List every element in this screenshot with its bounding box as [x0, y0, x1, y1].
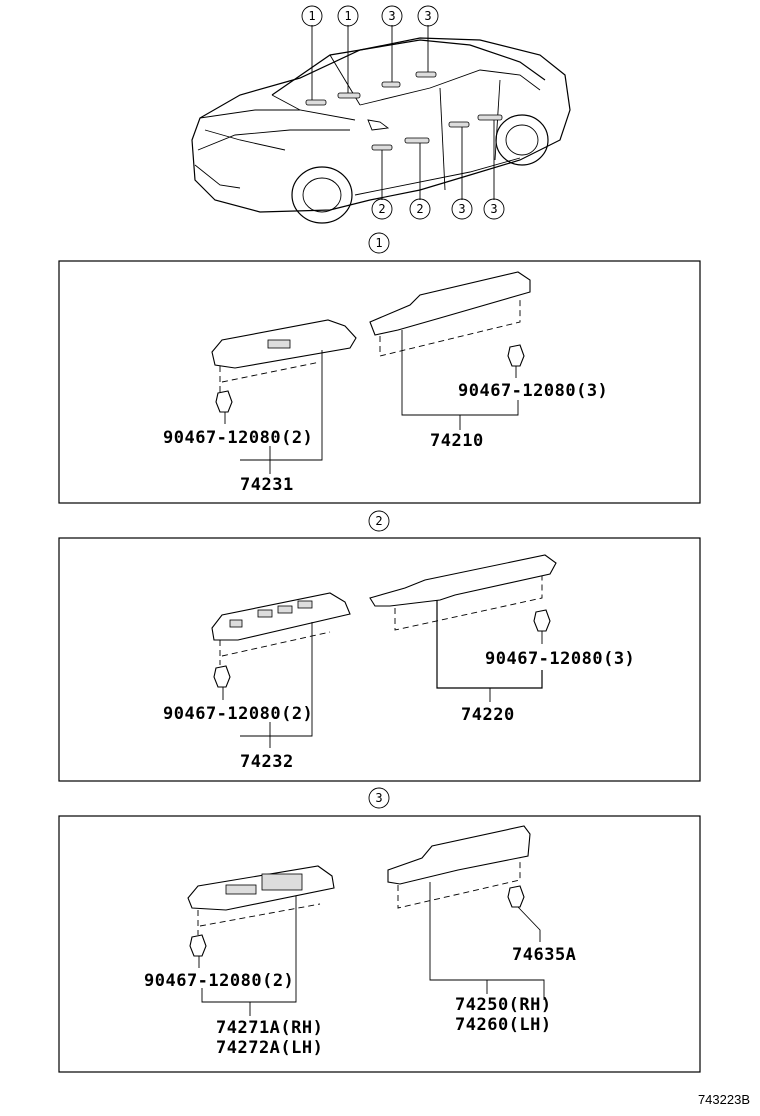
section-1-clip-right: 90467-12080(3)	[458, 381, 608, 401]
svg-text:3: 3	[458, 202, 465, 216]
callout-bottom-2b: 2	[409, 198, 431, 220]
svg-text:1: 1	[344, 9, 351, 23]
section-3-clip-right: 74635A	[512, 945, 576, 965]
section-2-left-switch	[211, 592, 351, 748]
section-2-marker: 2	[368, 510, 390, 532]
section-2-frame	[58, 537, 701, 782]
svg-text:3: 3	[375, 791, 382, 805]
svg-text:2: 2	[416, 202, 423, 216]
section-1-clip-left: 90467-12080(2)	[163, 428, 313, 448]
callout-bottom-2a: 2	[371, 198, 393, 220]
reference-code: 743223B	[698, 1092, 750, 1107]
section-3-frame	[58, 815, 701, 1073]
section-2-part-left: 74232	[240, 752, 294, 772]
svg-text:2: 2	[375, 514, 382, 528]
section-1-right-garnish	[369, 271, 531, 430]
svg-text:3: 3	[388, 9, 395, 23]
section-1-part-right: 74210	[430, 431, 484, 451]
svg-text:2: 2	[378, 202, 385, 216]
section-3-clip-left: 90467-12080(2)	[144, 971, 294, 991]
callout-top-1a: 1	[301, 5, 323, 27]
section-2-right-garnish	[369, 554, 557, 702]
section-3-right-garnish	[387, 825, 545, 1000]
section-2-clip-left: 90467-12080(2)	[163, 704, 313, 724]
svg-text:1: 1	[375, 236, 382, 250]
section-3-part-left-rh: 74271A(RH)	[216, 1018, 323, 1038]
svg-text:3: 3	[490, 202, 497, 216]
section-1-marker: 1	[368, 232, 390, 254]
section-3-left-switch	[187, 865, 335, 1016]
section-3-part-right-rh: 74250(RH)	[455, 995, 552, 1015]
callout-bottom-3a: 3	[451, 198, 473, 220]
section-3-marker: 3	[368, 787, 390, 809]
section-3-part-left-lh: 74272A(LH)	[216, 1038, 323, 1058]
section-1-part-left: 74231	[240, 475, 294, 495]
svg-text:1: 1	[308, 9, 315, 23]
callout-bottom-3b: 3	[483, 198, 505, 220]
callout-top-1b: 1	[337, 5, 359, 27]
section-3-part-right-lh: 74260(LH)	[455, 1015, 552, 1035]
svg-text:3: 3	[424, 9, 431, 23]
section-2-part-right: 74220	[461, 705, 515, 725]
section-1-frame	[58, 260, 701, 504]
callout-top-3a: 3	[381, 5, 403, 27]
callout-top-3b: 3	[417, 5, 439, 27]
section-1-left-switch	[211, 319, 357, 474]
section-2-clip-right: 90467-12080(3)	[485, 649, 635, 669]
car-illustration	[191, 25, 571, 224]
